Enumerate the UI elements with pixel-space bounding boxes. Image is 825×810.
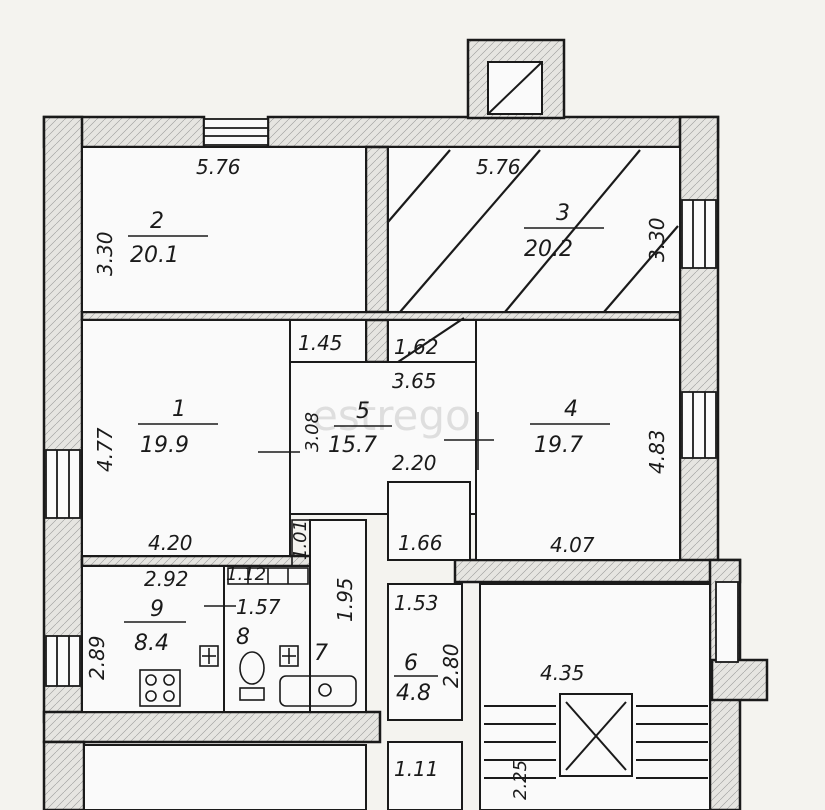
room-9-area	[81, 565, 225, 713]
room-7-area	[309, 519, 367, 713]
room-4-height: 4.83	[645, 429, 669, 474]
room-6-area	[387, 583, 463, 721]
room-5-bottom: 2.20	[392, 451, 437, 475]
stair-dim: 4.35	[540, 661, 585, 685]
room-2-height: 3.30	[93, 231, 117, 276]
lower-left-area	[83, 744, 367, 810]
room-6: 1.53 2.80 6 4.8	[394, 591, 463, 706]
room-5-number: 5	[356, 399, 370, 424]
fixtures	[139, 412, 494, 707]
room-1-number: 1	[172, 397, 186, 422]
room-5-top: 3.65	[392, 369, 437, 393]
room-8: 1.12 1.01 1.57 8	[226, 520, 311, 650]
room-9: 2.92 9 8.4 2.89	[85, 567, 189, 680]
room-6-number: 6	[404, 651, 418, 676]
room-3-hatching	[387, 149, 679, 363]
room-9-height: 2.89	[85, 635, 109, 680]
room-8-dim: 1.57	[236, 595, 281, 619]
room-1-height: 4.77	[93, 427, 117, 472]
elevator-shaft	[484, 693, 708, 779]
room-1-area-value: 19.9	[140, 433, 189, 458]
tiny-dim: 1.01	[290, 520, 311, 560]
room-3: 3 20.2 5.76 3.30	[476, 155, 669, 262]
outer-walls	[42, 38, 769, 810]
vestibule-area	[387, 741, 463, 810]
closet-a-dim: 1.45	[298, 331, 343, 355]
room-outlines	[81, 146, 711, 810]
room-9-number: 9	[150, 597, 164, 622]
room-2-number: 2	[150, 209, 164, 234]
room-3-width: 5.76	[476, 155, 521, 179]
room-2-area	[81, 146, 367, 313]
room-2: 2 20.1 5.76 3.30	[93, 155, 241, 276]
room-7-dim: 1.95	[333, 577, 357, 622]
vent-shaft	[487, 61, 543, 115]
room-8-number: 8	[236, 625, 250, 650]
room-4-area-value: 19.7	[534, 433, 583, 458]
room-1-area	[81, 319, 291, 557]
room-4-area	[475, 319, 681, 561]
windows	[45, 118, 739, 687]
room-7-number: 7	[314, 641, 328, 666]
room-4: 4 19.7 4.83 4.07	[530, 397, 669, 557]
room-9-width: 2.92	[144, 567, 189, 591]
room-2-width: 5.76	[196, 155, 241, 179]
closet-b-dim: 1.62	[394, 335, 439, 359]
room-3-area	[387, 146, 681, 313]
room-3-area-value: 20.2	[524, 237, 573, 262]
room-6-width: 1.53	[394, 591, 439, 615]
room-5-area-value: 15.7	[328, 433, 377, 458]
vestibule-dim: 1.11	[394, 757, 439, 781]
stair-small-dim: 2.25	[510, 760, 531, 800]
room-6-area-value: 4.8	[396, 681, 431, 706]
room-5-side: 3.08	[302, 412, 323, 452]
room-1: 1 19.9 4.77 4.20	[93, 397, 218, 555]
room-9-area-value: 8.4	[134, 631, 169, 656]
room-1-width: 4.20	[148, 531, 193, 555]
watermark: estrego	[312, 391, 471, 440]
room-3-number: 3	[556, 201, 570, 226]
room-2-area-value: 20.1	[130, 243, 179, 268]
room-3-height: 3.30	[645, 217, 669, 262]
room-4-width: 4.07	[550, 533, 595, 557]
corridor-dim: 1.66	[398, 531, 443, 555]
room-8-area	[223, 565, 311, 713]
room-4-number: 4	[564, 397, 578, 422]
closet-a-area	[289, 319, 367, 363]
room-5: 5 15.7 3.65 3.08 2.20	[302, 369, 437, 475]
room-7: 1.95 7	[314, 577, 357, 666]
corridor-area	[387, 481, 471, 561]
room-6-height: 2.80	[439, 643, 463, 688]
closet-b-area	[387, 319, 477, 363]
small-room-dim: 1.12	[226, 564, 266, 585]
